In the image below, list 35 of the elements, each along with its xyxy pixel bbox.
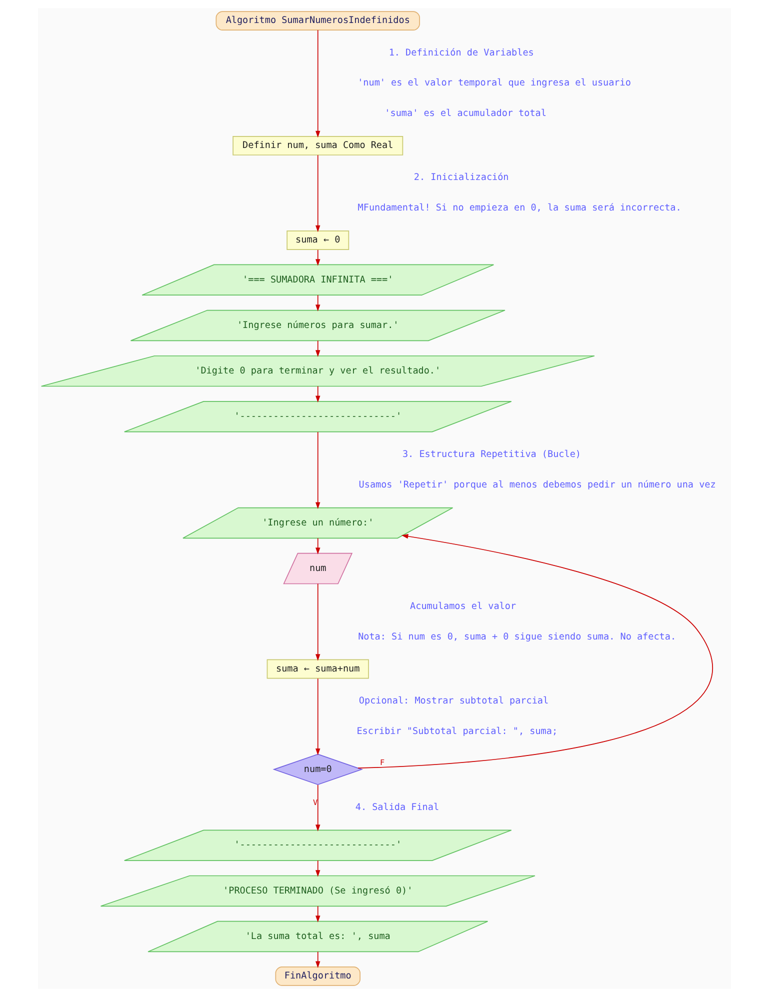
label: 3. Estructura Repetitiva (Bucle) [402,448,580,460]
node-box: Definir num, suma Como Real [232,136,403,156]
arrow [315,154,320,232]
arrow [315,906,320,922]
label: Opcional: Mostrar subtotal parcial [358,695,548,706]
edge-label: F [380,758,384,767]
node-box: suma ← 0 [286,230,349,250]
arrow [315,583,320,661]
arrow [357,534,711,768]
arrow [315,340,320,357]
label: 'suma' es el acumulador total [384,108,546,120]
arrow [315,30,320,138]
arrow [315,860,320,877]
label: MFundamental! Si no empieza en 0, la suma será incorrecta. [357,202,681,214]
arrow [315,386,320,403]
arrow [315,432,320,509]
node-box: Algoritmo SumarNumerosIndefinidos [215,11,420,31]
arrow [315,951,320,968]
edge-label: V [312,798,318,808]
label: Escribir "Subtotal parcial: ", suma; [356,726,558,737]
node-diamond: num=0 [272,754,363,786]
node-box: FinAlgoritmo [274,966,360,986]
arrow [315,784,320,832]
label: Usamos 'Repetir' porque al menos debemos pedir un número una vez [358,479,716,490]
arrow [315,678,320,756]
label: 4. Salida Final [354,802,439,813]
label: 1. Definición de Variables [388,47,534,58]
label: Acumulamos el valor [410,600,516,612]
arrow [315,294,320,312]
label: 'num' es el valor temporal que ingresa el usuario [357,78,630,89]
label: Nota: Si num es 0, suma + 0 sigue siendo suma. No afecta. [358,631,676,642]
arrow [315,249,320,266]
node-box: suma ← suma+num [266,659,368,679]
arrow [315,538,320,554]
label: 2. Inicialización [413,172,508,184]
